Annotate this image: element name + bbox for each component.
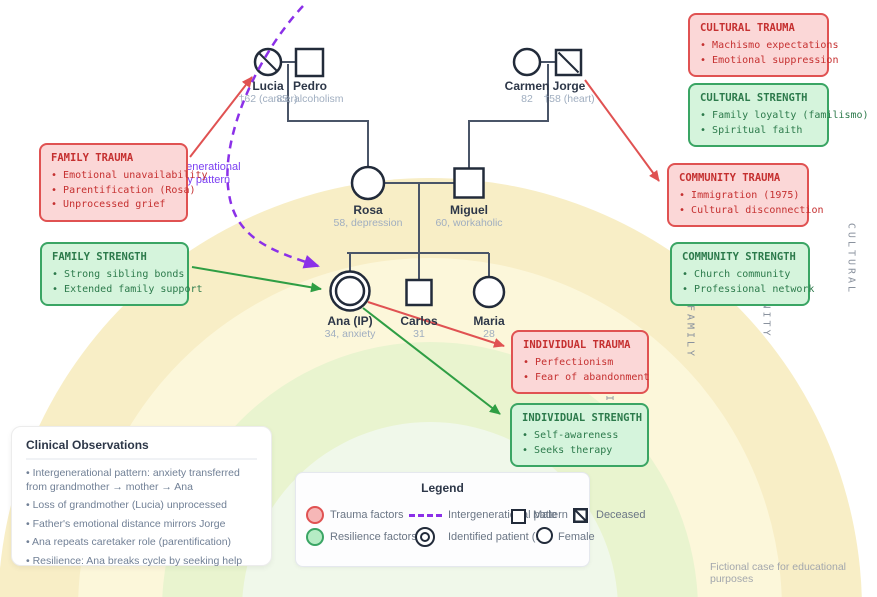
legend-deceased-label: Deceased xyxy=(596,509,646,521)
box-title: INDIVIDUAL STRENGTH xyxy=(522,412,643,424)
pedro-symbol xyxy=(294,47,325,78)
box-item: Professional network xyxy=(682,283,814,298)
legend-female-label: Female xyxy=(558,531,595,543)
intergenerational-pattern-icon xyxy=(409,514,442,517)
lucia-deceased-slash xyxy=(258,52,278,72)
clinical-observation: Ana repeats caretaker role (parentificat… xyxy=(26,536,257,550)
jorge-deceased-slash xyxy=(557,51,580,74)
carmen-symbol xyxy=(512,47,542,77)
deceased-icon xyxy=(573,508,588,523)
box-title: COMMUNITY TRAUMA xyxy=(679,172,781,184)
trauma-arrow-ana-to-individual xyxy=(367,301,505,348)
trauma-factor-icon xyxy=(306,506,324,524)
ring-label-family: FAMILY xyxy=(684,304,696,360)
strength-arrow-family-to-ana xyxy=(191,266,322,293)
box-item: Spiritual faith xyxy=(700,124,817,139)
clinical-observation: Loss of grandmother (Lucia) unprocessed xyxy=(26,499,257,513)
box-item: Extended family support xyxy=(52,283,202,298)
box-title: CULTURAL TRAUMA xyxy=(700,22,795,34)
legend-panel: Legend Trauma factors Resilience factors… xyxy=(295,472,646,567)
intergenerational-pattern-curve xyxy=(226,5,320,269)
box-item: Machismo expectations xyxy=(700,39,838,54)
family-connection-lines xyxy=(281,61,556,280)
box-item: Seeks therapy xyxy=(522,444,637,459)
resilience-factor-icon xyxy=(306,528,324,546)
legend-title: Legend xyxy=(421,481,464,495)
box-item: Cultural disconnection xyxy=(679,204,823,219)
legend-ip-label: Identified patient (IP) xyxy=(448,531,550,543)
clinical-observation: Resilience: Ana breaks cycle by seeking … xyxy=(26,555,257,569)
box-item: Emotional suppression xyxy=(700,54,838,69)
clinical-observation: Father's emotional distance mirrors Jorg… xyxy=(26,518,257,532)
box-title: COMMUNITY STRENGTH xyxy=(682,251,796,263)
box-item: Unprocessed grief xyxy=(51,198,176,213)
box-item: Family loyalty (familismo) xyxy=(700,109,869,124)
box-cultural-strength: CULTURAL STRENGTH Family loyalty (famili… xyxy=(688,83,869,147)
female-icon xyxy=(536,527,553,544)
male-icon xyxy=(511,509,526,524)
box-item: Parentification (Rosa) xyxy=(51,184,195,199)
legend-trauma-label: Trauma factors xyxy=(330,509,404,521)
box-individual-strength: INDIVIDUAL STRENGTH Self-awareness Seeks… xyxy=(510,403,649,467)
trauma-arrow-family-to-lucia xyxy=(189,76,253,158)
box-individual-trauma: INDIVIDUAL TRAUMA Perfectionism Fear of … xyxy=(511,330,649,394)
trauma-arrow-jorge-to-community xyxy=(584,79,660,182)
rosa-symbol xyxy=(350,165,386,201)
clinical-observations-panel: Clinical Observations Intergenerational … xyxy=(11,426,272,569)
box-item: Fear of abandonment xyxy=(523,371,649,386)
label-lucia: Lucia†62 (cancer) xyxy=(238,79,298,106)
carlos-symbol xyxy=(405,278,433,307)
clinical-observation: Intergenerational pattern: anxiety trans… xyxy=(26,467,257,494)
legend-pattern-label: Intergenerational pattern xyxy=(448,509,568,521)
box-title: FAMILY STRENGTH xyxy=(52,251,147,263)
ana-symbol-inner xyxy=(334,275,366,307)
box-community-trauma: COMMUNITY TRAUMA Immigration (1975) Cult… xyxy=(667,163,824,227)
box-title: INDIVIDUAL TRAUMA xyxy=(523,339,631,351)
maria-symbol xyxy=(472,275,506,309)
strength-arrow-ana-to-individual xyxy=(362,307,501,415)
box-item: Immigration (1975) xyxy=(679,189,799,204)
label-ana: Ana (IP)34, anxiety xyxy=(324,314,376,341)
miguel-symbol xyxy=(453,167,485,199)
clinical-observations-title: Clinical Observations xyxy=(26,438,257,460)
box-title: CULTURAL STRENGTH xyxy=(700,92,808,104)
identified-patient-icon xyxy=(415,527,435,547)
box-item: Perfectionism xyxy=(523,356,637,371)
legend-resilience-label: Resilience factors xyxy=(330,531,417,543)
box-title: FAMILY TRAUMA xyxy=(51,152,134,164)
box-item: Church community xyxy=(682,268,798,283)
box-community-strength: COMMUNITY STRENGTH Church community Prof… xyxy=(670,242,814,306)
box-item: Strong sibling bonds xyxy=(52,268,184,283)
box-cultural-trauma: CULTURAL TRAUMA Machismo expectations Em… xyxy=(688,13,838,77)
ring-label-cultural: CULTURAL xyxy=(845,222,857,296)
box-item: Emotional unavailability xyxy=(51,169,208,184)
footer-disclaimer: Fictional case for educational purposes xyxy=(710,561,846,585)
legend-male-label: Male xyxy=(533,509,557,521)
label-jorge: Jorge†58 (heart) xyxy=(543,79,595,106)
box-family-trauma: FAMILY TRAUMA Emotional unavailability P… xyxy=(39,143,208,222)
box-item: Self-awareness xyxy=(522,429,637,444)
box-family-strength: FAMILY STRENGTH Strong sibling bonds Ext… xyxy=(40,242,203,306)
